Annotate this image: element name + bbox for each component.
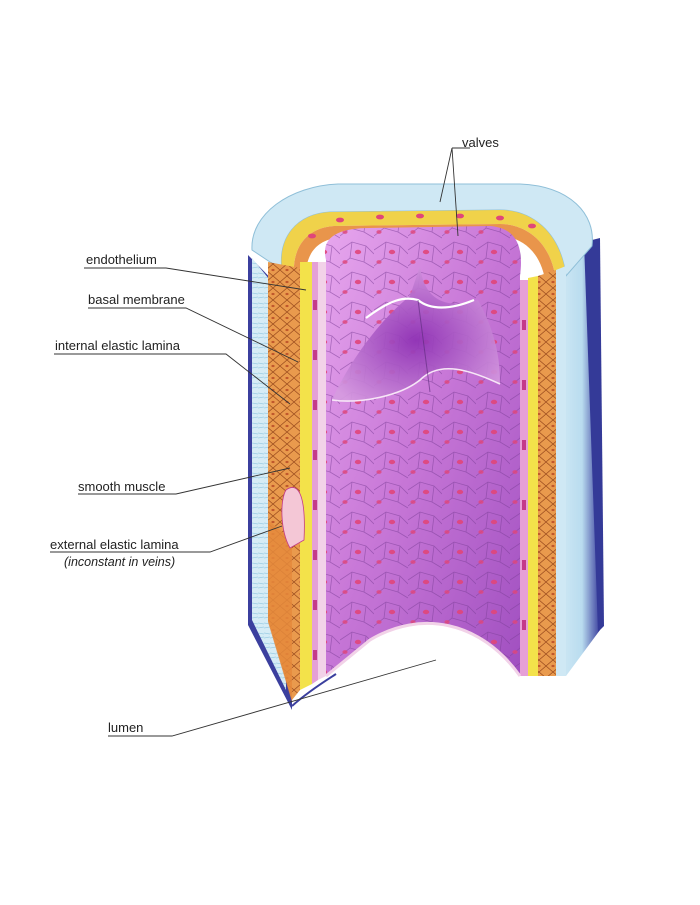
basal-membrane-leader bbox=[88, 307, 299, 363]
endothelium-leader bbox=[84, 267, 307, 291]
internal-elastic-lamina-leader bbox=[54, 353, 291, 405]
label-basal-membrane: basal membrane bbox=[88, 292, 185, 307]
left-wall-yellow bbox=[300, 262, 312, 690]
valve-cusps bbox=[332, 266, 500, 402]
smooth-muscle-leader bbox=[78, 467, 291, 495]
right-wall-layers bbox=[520, 280, 528, 676]
lumen-opening bbox=[325, 621, 522, 678]
valves-leader bbox=[439, 147, 470, 237]
label-internal-elastic-lamina: internal elastic lamina bbox=[55, 338, 181, 353]
lumen-leader bbox=[108, 659, 437, 737]
label-smooth-muscle: smooth muscle bbox=[78, 479, 166, 494]
external-elastic-lamina-leader bbox=[50, 525, 283, 553]
label-external-elastic-lamina: external elastic lamina bbox=[50, 537, 179, 552]
label-external-elastic-lamina-note: (inconstant in veins) bbox=[64, 555, 176, 569]
label-lumen: lumen bbox=[108, 720, 144, 735]
label-valves: valves bbox=[462, 135, 499, 150]
label-endothelium: endothelium bbox=[86, 252, 157, 267]
leader-lines bbox=[50, 147, 470, 737]
